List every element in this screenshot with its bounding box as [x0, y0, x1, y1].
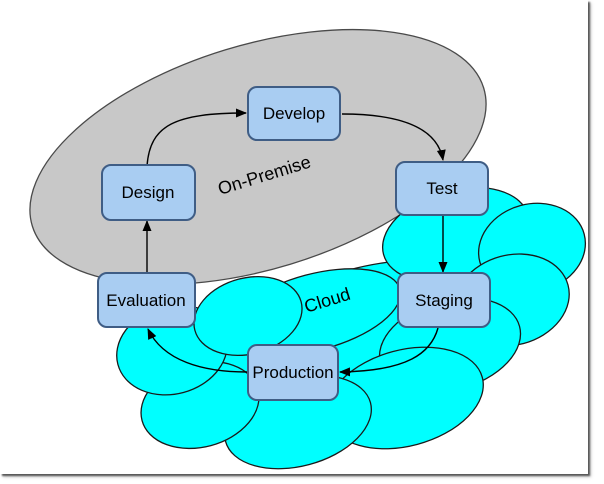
node-production-label: Production — [252, 363, 333, 382]
arrow-design-to-develop — [146, 108, 247, 167]
arrow-develop-to-test — [341, 113, 446, 161]
arrow-production-to-evaluation — [147, 328, 248, 373]
node-staging-label: Staging — [415, 291, 473, 310]
node-production: Production — [247, 344, 339, 401]
node-design: Design — [101, 164, 196, 221]
node-develop-label: Develop — [263, 104, 325, 123]
node-design-label: Design — [122, 183, 175, 202]
node-evaluation-label: Evaluation — [106, 291, 185, 310]
node-test-box — [395, 161, 489, 216]
node-staging-box — [397, 272, 491, 328]
node-staging: Staging — [397, 272, 491, 328]
node-design-box — [101, 164, 196, 221]
node-develop: Develop — [247, 86, 341, 141]
node-evaluation-box — [97, 272, 196, 328]
node-test-label: Test — [426, 179, 457, 198]
edges — [142, 108, 448, 377]
node-develop-box — [247, 86, 341, 141]
node-production-box — [247, 344, 339, 401]
lifecycle-diagram: On-Premise Cloud Develop Design — [29, 28, 587, 470]
diagram-canvas: On-Premise Cloud Develop Design — [29, 28, 587, 470]
arrow-staging-to-production — [339, 327, 439, 377]
node-test: Test — [395, 161, 489, 216]
node-evaluation: Evaluation — [97, 272, 196, 328]
